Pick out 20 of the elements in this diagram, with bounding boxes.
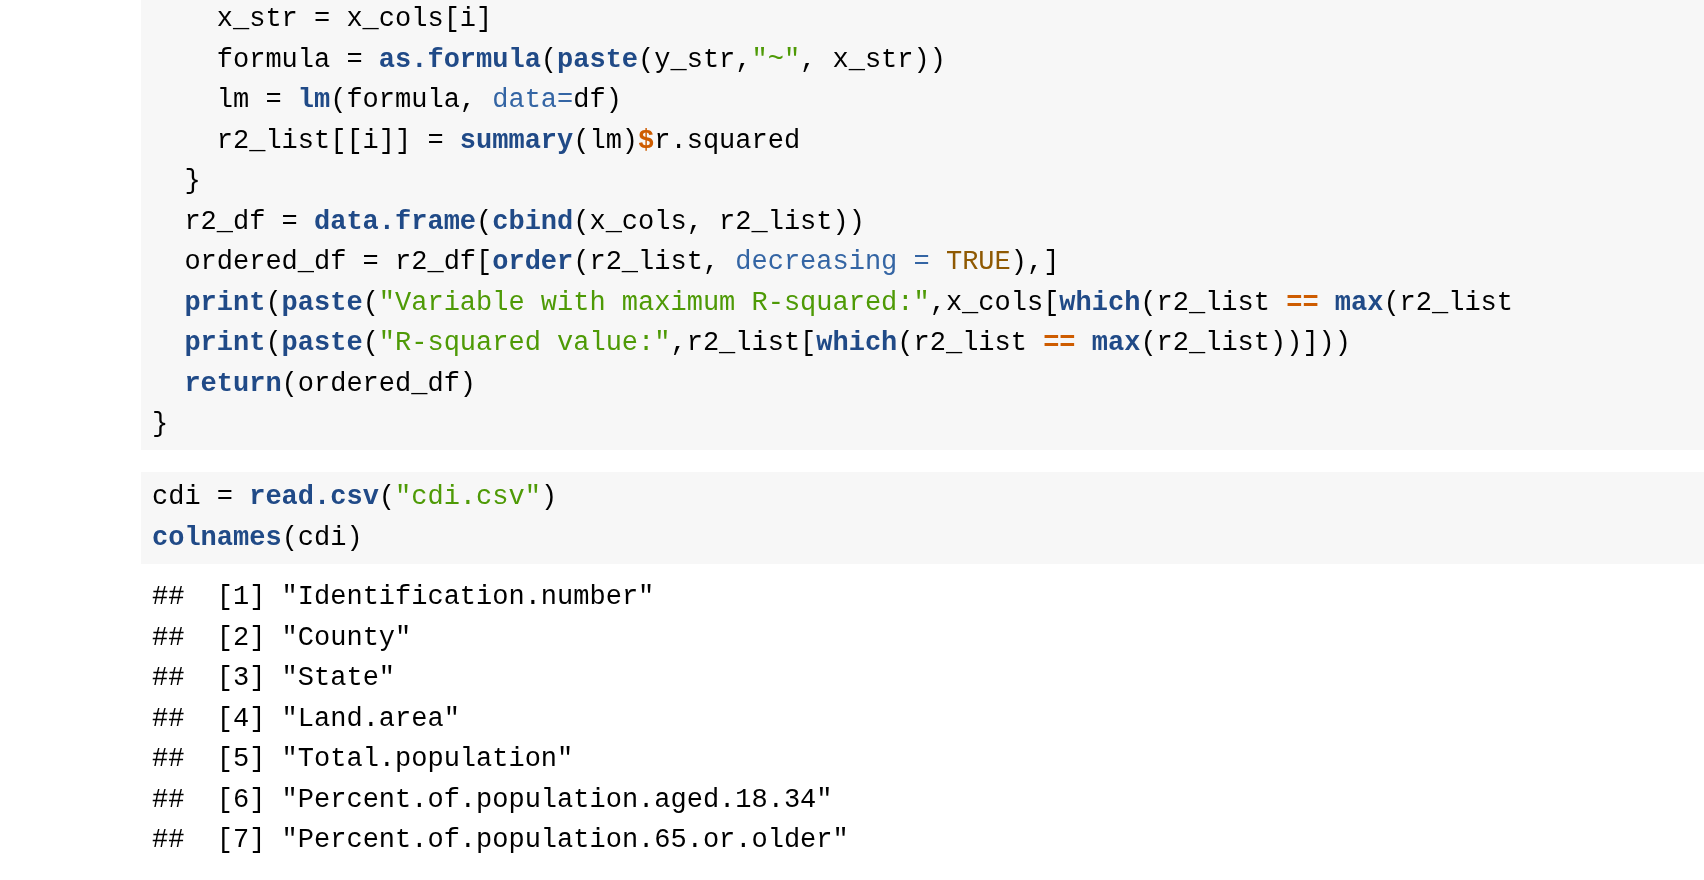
code-line: r2_list[[i]] = summary(lm)$r.squared: [216, 124, 801, 158]
code-line: formula = as.formula(paste(y_str,"~", x_str)): [216, 43, 946, 77]
code-line: }: [152, 408, 169, 441]
code-line: ordered_df = r2_df[order(r2_list, decreasing = TRUE),]: [184, 246, 1060, 279]
code-line: cdi = read.csv("cdi.csv"): [152, 481, 558, 514]
console-output-line: ## [6] "Percent.of.population.aged.18.34": [152, 783, 833, 817]
console-output-line: ## [7] "Percent.of.population.65.or.older": [152, 824, 849, 857]
code-line: r2_df = data.frame(cbind(x_cols, r2_list)): [184, 205, 865, 239]
console-output-line: ## [4] "Land.area": [152, 702, 460, 736]
console-output-line: ## [5] "Total.population": [152, 743, 574, 776]
code-line: x_str = x_cols[i]: [216, 3, 493, 36]
code-line: print(paste("Variable with maximum R-squared:",x_cols[which(r2_list == max(r2_list: [184, 286, 1514, 320]
console-output-line: ## [2] "County": [152, 621, 412, 655]
code-line: return(ordered_df): [184, 367, 477, 401]
console-output-line: ## [3] "State": [152, 662, 396, 695]
console-output-line: ## [1] "Identification.number": [152, 581, 655, 614]
code-line: }: [184, 165, 201, 198]
code-line: print(paste("R-squared value:",r2_list[which(r2_list == max(r2_list))])): [184, 327, 1351, 360]
code-line: lm = lm(formula, data=df): [216, 84, 622, 117]
code-line: colnames(cdi): [152, 521, 363, 555]
